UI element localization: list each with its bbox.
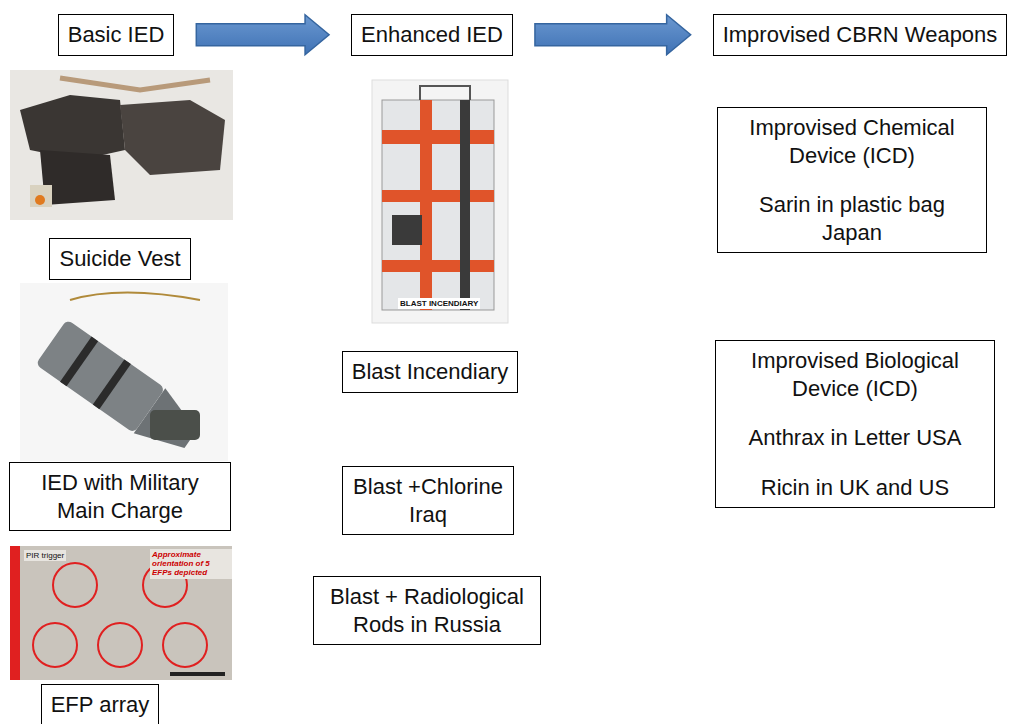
vest-photo — [10, 70, 233, 220]
photo-label: Approximate orientation of 5 EFPs depict… — [150, 549, 232, 579]
box-text: Blast Incendiary — [352, 358, 509, 386]
text-box: Blast Incendiary — [342, 351, 519, 393]
box-text: Improvised Chemical Device (ICD) — [727, 114, 977, 169]
block-arrow — [535, 15, 691, 55]
box-text: Basic IED — [68, 21, 165, 49]
box-text: Improvised Biological Device (ICD) — [725, 347, 985, 402]
box-text: EFP array — [51, 691, 150, 719]
efp-array-photo — [10, 546, 232, 680]
block-arrow — [196, 15, 329, 55]
text-box: Suicide Vest — [49, 238, 190, 280]
text-box: Blast +Chlorine Iraq — [342, 466, 514, 535]
text-box: Blast + Radiological Rods in Russia — [313, 576, 541, 645]
text-box: IED with Military Main Charge — [9, 462, 231, 531]
text-box: EFP array — [41, 684, 160, 724]
text-box: Improvised CBRN Weapons — [713, 14, 1008, 56]
box-text: Anthrax in Letter USA — [725, 424, 985, 452]
box-text: Ricin in UK and US — [725, 474, 985, 502]
box-text: Enhanced IED — [361, 21, 503, 49]
text-box: Enhanced IED — [351, 14, 513, 56]
photo-label: BLAST INCENDIARY — [398, 298, 480, 309]
box-text: Suicide Vest — [59, 245, 180, 273]
box-text: Blast +Chlorine Iraq — [352, 473, 504, 528]
text-box: Basic IED — [58, 14, 175, 56]
box-text: IED with Military Main Charge — [19, 469, 221, 524]
blast-incendiary-photo — [372, 80, 508, 323]
box-text: Improvised CBRN Weapons — [723, 21, 998, 49]
photo-label: PIR trigger — [24, 550, 66, 561]
box-text: Blast + Radiological Rods in Russia — [323, 583, 531, 638]
text-box: Improvised Chemical Device (ICD) Sarin in… — [717, 107, 987, 253]
main-charge-photo — [20, 283, 228, 462]
text-box: Improvised Biological Device (ICD) Anthra… — [715, 340, 995, 508]
box-text: Sarin in plastic bag Japan — [727, 191, 977, 246]
